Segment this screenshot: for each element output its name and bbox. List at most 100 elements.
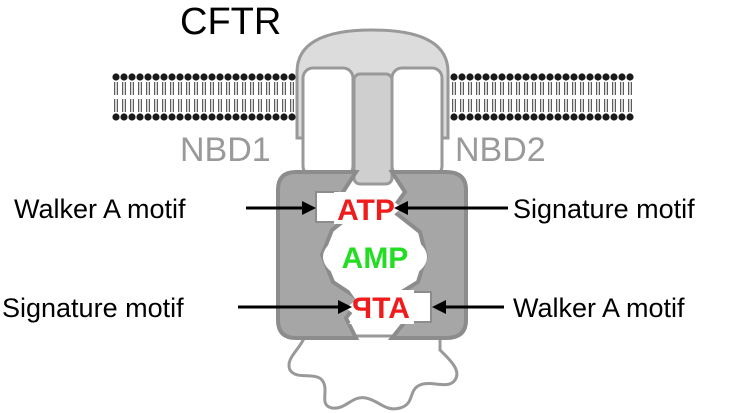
lipid-head [538, 113, 546, 121]
lipid-head [586, 73, 594, 81]
lipid-bilayer [112, 73, 634, 121]
transmembrane-helix-left [301, 66, 355, 178]
lipid-head [144, 73, 152, 81]
lipid-head [458, 73, 466, 81]
arrow-head-signature-top [394, 201, 408, 215]
lipid-head [474, 73, 482, 81]
lipid-head [240, 113, 248, 121]
atp-label-bottom-mirrored: ATP [352, 292, 410, 325]
lipid-head [160, 113, 168, 121]
lipid-head [570, 73, 578, 81]
lipid-head [200, 113, 208, 121]
lipid-head [490, 73, 498, 81]
arrows [238, 201, 508, 314]
lipid-head [490, 113, 498, 121]
lipid-head [184, 73, 192, 81]
lipid-head [168, 73, 176, 81]
lipid-head [192, 113, 200, 121]
lipid-head [546, 113, 554, 121]
lipid-head [554, 113, 562, 121]
lipid-head [152, 73, 160, 81]
lipid-head [136, 113, 144, 121]
lipid-head [530, 113, 538, 121]
arrow-head-walker-a-bottom [432, 300, 446, 314]
amp-label: AMP [342, 242, 409, 275]
lipid-head [514, 73, 522, 81]
lipid-head [546, 73, 554, 81]
lipid-head [498, 73, 506, 81]
lipid-head [578, 113, 586, 121]
lipid-head [626, 73, 634, 81]
lipid-head [208, 113, 216, 121]
lipid-head [554, 73, 562, 81]
lipid-head [522, 73, 530, 81]
atp-site-top [334, 192, 402, 224]
lipid-head [562, 73, 570, 81]
lipid-head [482, 113, 490, 121]
amp-binding-site [323, 230, 427, 284]
lipid-head [466, 113, 474, 121]
arrow-head-walker-a-top [302, 201, 316, 215]
arrow-head-signature-bottom [338, 300, 352, 314]
lipid-head [288, 73, 296, 81]
walker-a-motif-label-top: Walker A motif [14, 194, 186, 224]
lipid-head [626, 113, 634, 121]
lipid-head [224, 113, 232, 121]
diagram-title: CFTR [180, 1, 281, 43]
lipid-head [168, 113, 176, 121]
lipid-head [288, 113, 296, 121]
atp-site-bottom [346, 290, 414, 324]
lipid-head [232, 113, 240, 121]
atp-label-top: ATP [337, 194, 395, 227]
lipid-head [144, 113, 152, 121]
lipid-head [208, 73, 216, 81]
lipid-head [514, 113, 522, 121]
lipid-head [160, 73, 168, 81]
lipid-head [112, 73, 120, 81]
lipid-head [280, 113, 288, 121]
lipid-head [248, 73, 256, 81]
signature-motif-label-top: Signature motif [513, 194, 695, 224]
lipid-head [610, 73, 618, 81]
lipid-head [594, 73, 602, 81]
lipid-head [450, 73, 458, 81]
lipid-head [128, 73, 136, 81]
lipid-head [240, 73, 248, 81]
lipid-head [152, 113, 160, 121]
lipid-head [248, 113, 256, 121]
lipid-head [618, 73, 626, 81]
lipid-head [120, 113, 128, 121]
lipid-head [176, 73, 184, 81]
lipid-head [538, 73, 546, 81]
lipid-head [458, 113, 466, 121]
lipid-head [522, 113, 530, 121]
lipid-head [562, 113, 570, 121]
nbd1-label: NBD1 [180, 131, 271, 169]
walker-a-motif-label-bottom: Walker A motif [513, 293, 685, 323]
lipid-head [586, 113, 594, 121]
lipid-head [200, 73, 208, 81]
lipid-head [506, 113, 514, 121]
lipid-head [120, 73, 128, 81]
lipid-head [602, 73, 610, 81]
lipid-head [578, 73, 586, 81]
lipid-head [192, 73, 200, 81]
lipid-head [570, 113, 578, 121]
lipid-head [256, 73, 264, 81]
lipid-head [482, 73, 490, 81]
lipid-head [232, 73, 240, 81]
lipid-head [498, 113, 506, 121]
lipid-head [216, 73, 224, 81]
lipid-head [128, 113, 136, 121]
lipid-head [618, 113, 626, 121]
lipid-head [224, 73, 232, 81]
lipid-head [506, 73, 514, 81]
lipid-head [602, 113, 610, 121]
lipid-head [136, 73, 144, 81]
lipid-head [594, 113, 602, 121]
lipid-head [176, 113, 184, 121]
lipid-head [264, 73, 272, 81]
nbd2-label: NBD2 [455, 131, 546, 169]
lipid-head [450, 113, 458, 121]
